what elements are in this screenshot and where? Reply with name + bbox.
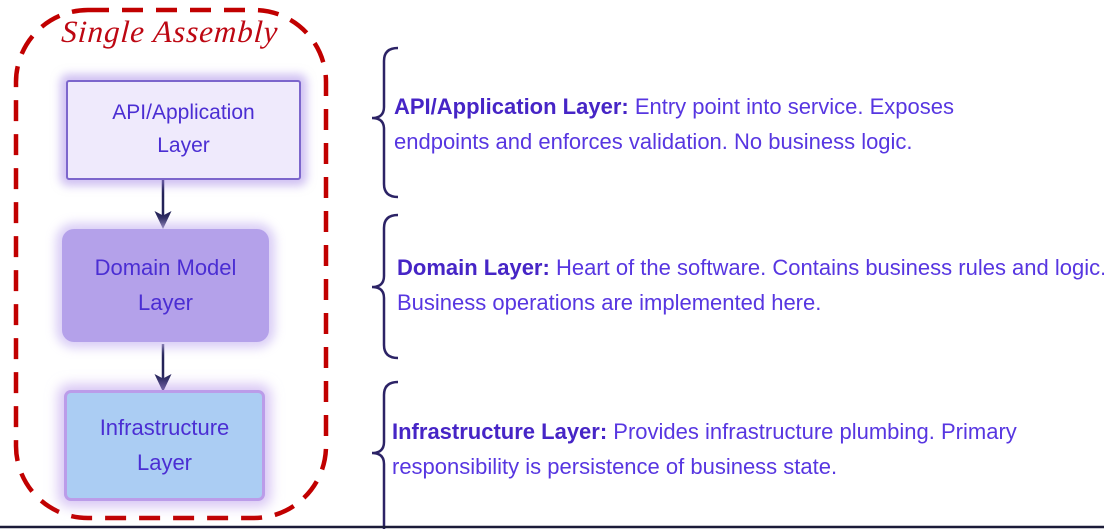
domain-model-layer-label: Domain Model Layer <box>94 255 237 315</box>
annotation-api-layer: API/Application Layer: Entry point into … <box>394 89 1054 159</box>
annotation-api-layer-term: API/Application Layer: <box>394 94 629 119</box>
infrastructure-layer-box: Infrastructure Layer <box>67 393 262 498</box>
annotation-infrastructure-layer-term: Infrastructure Layer: <box>392 419 608 444</box>
annotation-domain-layer-term: Domain Layer: <box>397 255 550 280</box>
api-application-layer-box: API/Application Layer <box>66 80 301 180</box>
infrastructure-layer-label: Infrastructure Layer <box>99 415 230 475</box>
single-assembly-title: Single Assembly <box>60 14 280 49</box>
arrow-down-icon <box>154 180 172 229</box>
annotation-infrastructure-layer-description: Provides infrastructure plumbing. Primar… <box>392 419 1017 479</box>
annotation-domain-layer-description: Heart of the software. Contains business… <box>397 255 1104 315</box>
arrow-down-icon <box>154 344 172 392</box>
domain-model-layer-box: Domain Model Layer <box>62 229 269 342</box>
api-application-layer-label: API/Application Layer <box>112 101 255 157</box>
annotation-domain-layer: Domain Layer: Heart of the software. Con… <box>397 250 1104 320</box>
annotation-infrastructure-layer: Infrastructure Layer: Provides infrastru… <box>392 414 1032 484</box>
left-curly-brace-icon <box>371 213 399 360</box>
annotation-api-layer-description: Entry point into service. Exposes endpoi… <box>394 94 954 154</box>
